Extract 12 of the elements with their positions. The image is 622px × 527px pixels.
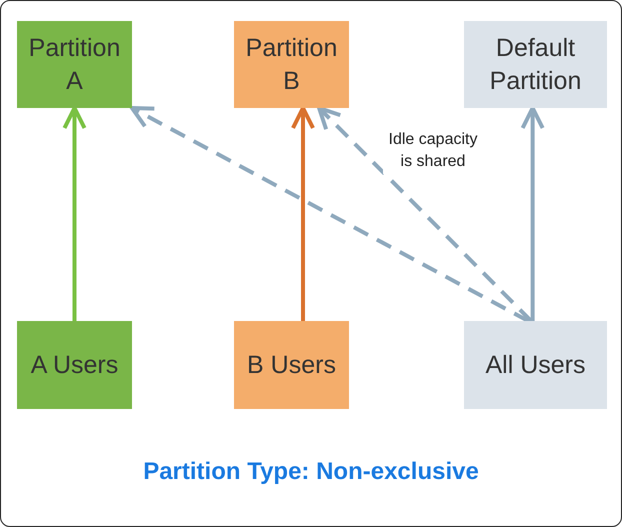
partition-box: Partition A	[17, 21, 132, 108]
partition-box: All Users	[464, 321, 607, 409]
partition-box: A Users	[17, 321, 132, 409]
arrow	[62, 106, 86, 321]
arrow	[291, 106, 315, 321]
dashed-arrow	[130, 106, 530, 323]
partition-box: Partition B	[234, 21, 349, 108]
dashed-arrow	[317, 106, 533, 322]
partition-box: Default Partition	[464, 21, 607, 108]
caption: Partition Type: Non-exclusive	[142, 458, 480, 486]
partition-box: B Users	[234, 321, 349, 409]
arrow	[520, 106, 545, 321]
